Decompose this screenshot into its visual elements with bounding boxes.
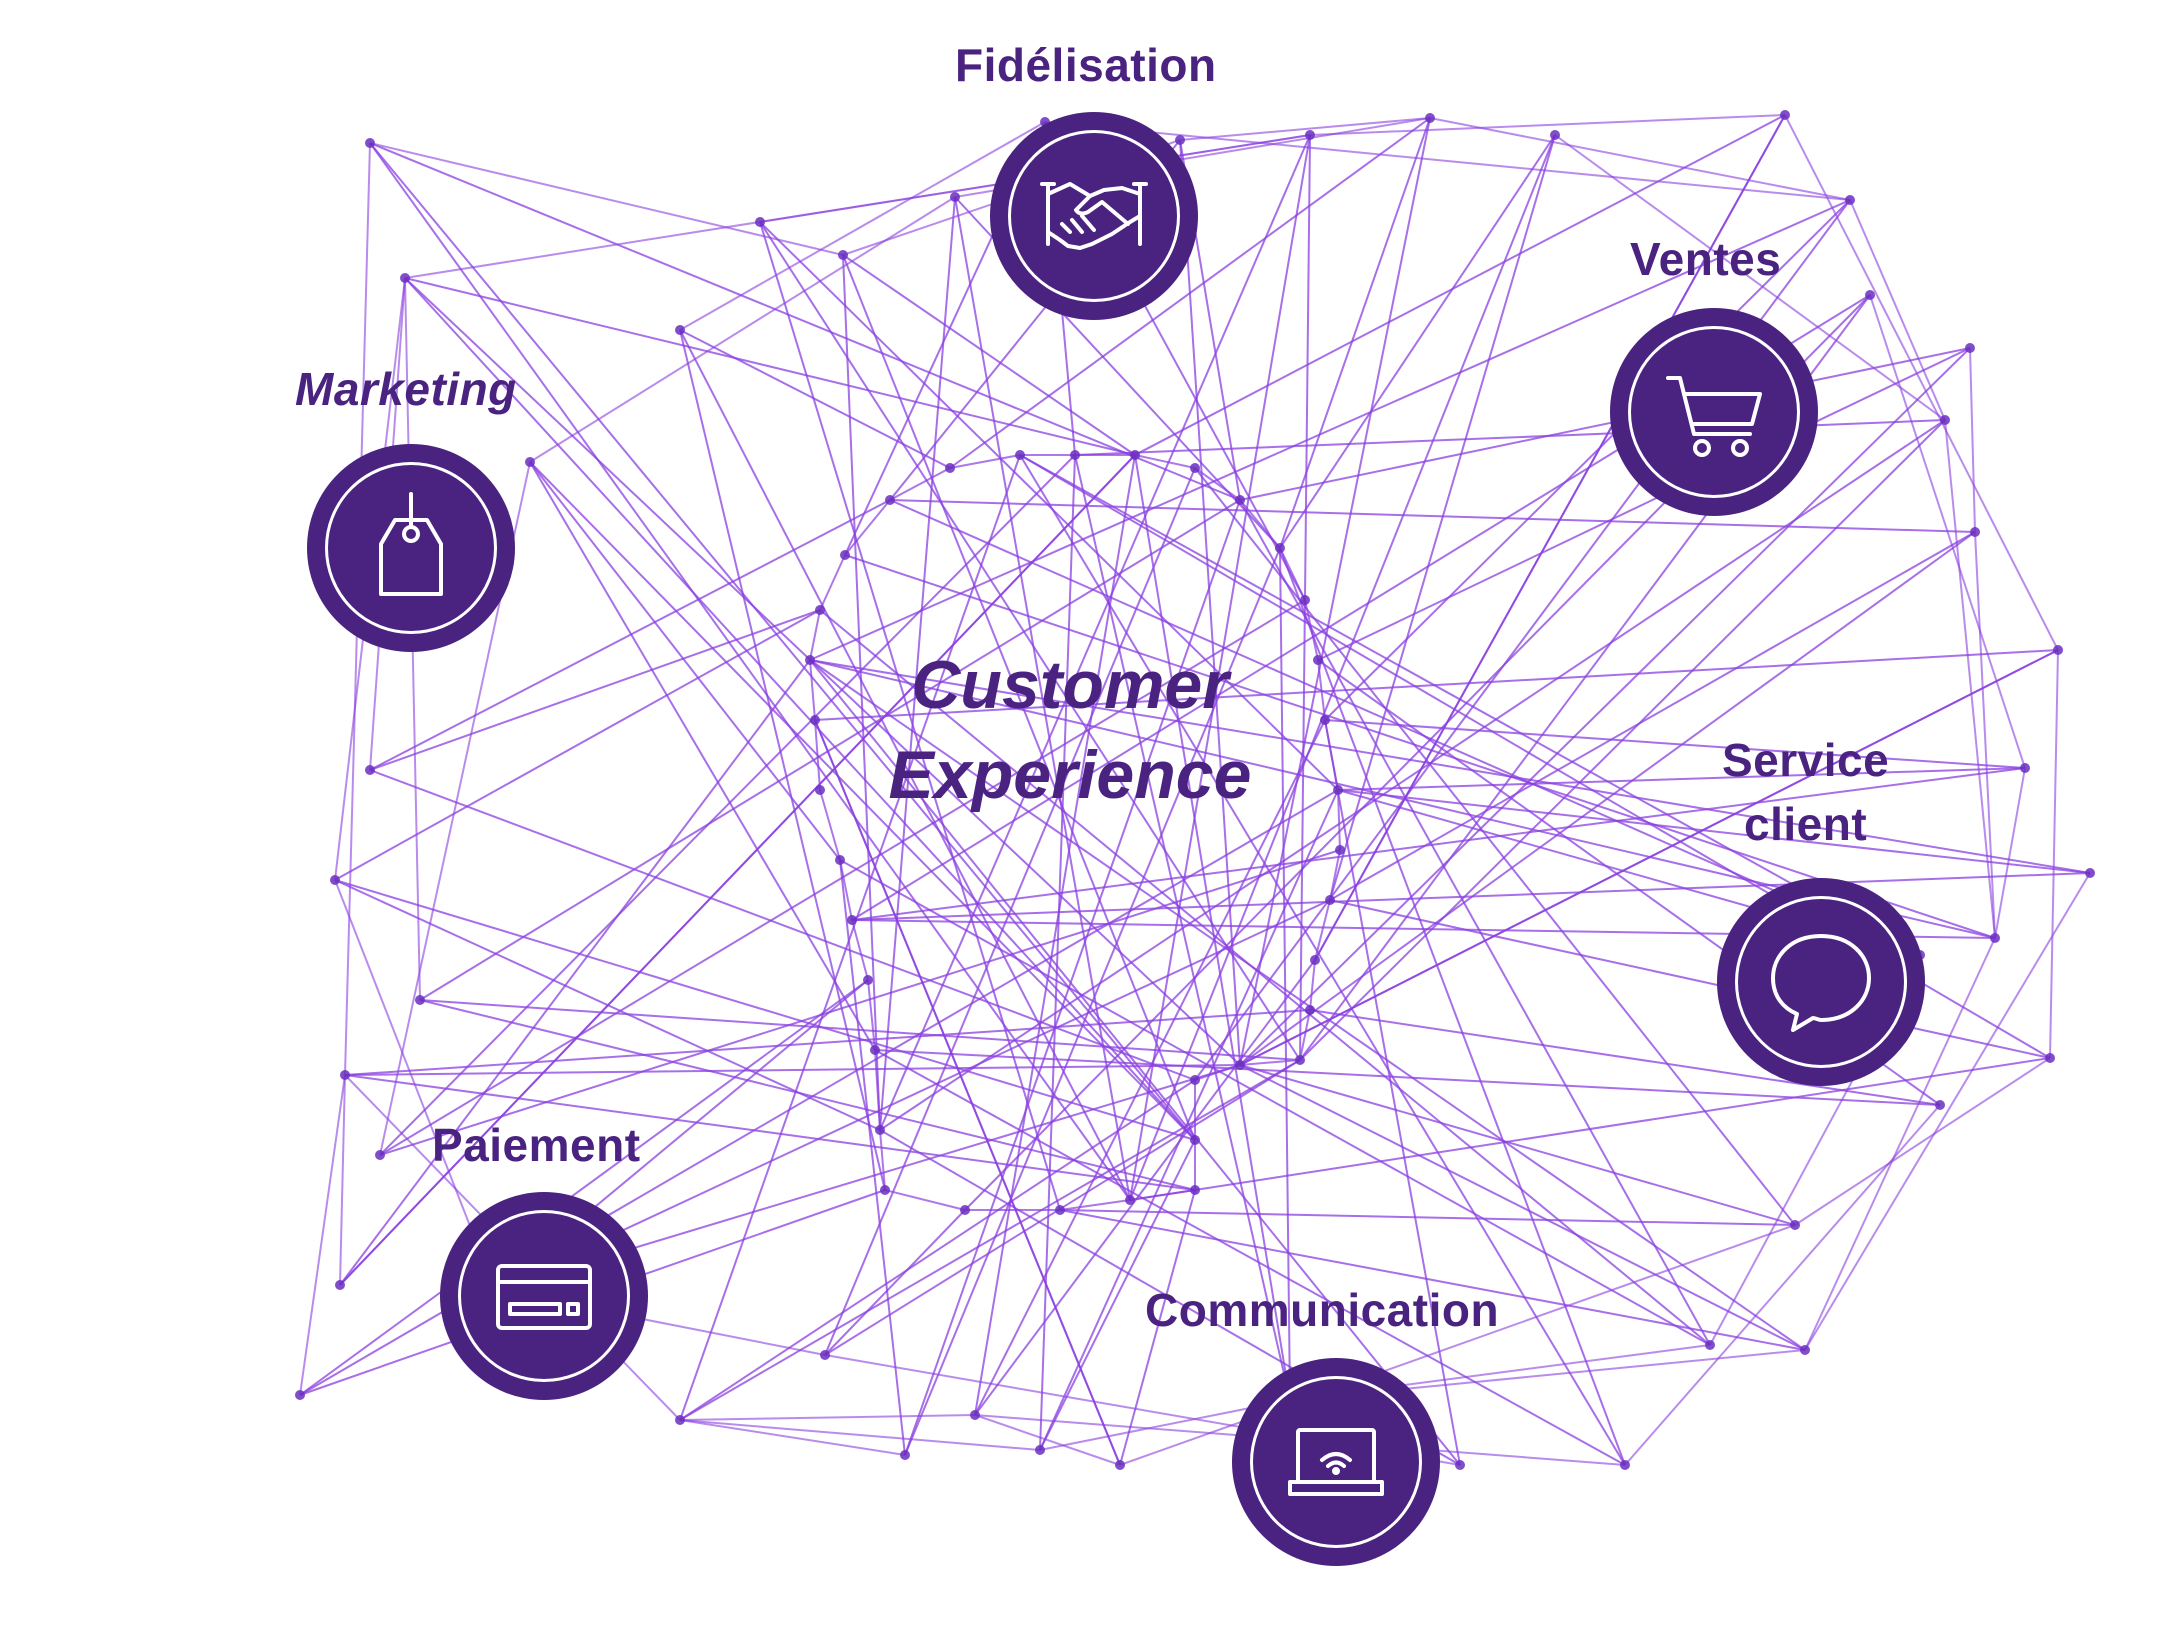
price-tag-icon [379,492,443,596]
label-communication: Communication [1145,1284,1500,1336]
shopping-cart-icon [1666,376,1762,457]
center-title: Customer Experience [840,640,1300,820]
center-title-line1: Customer [911,647,1229,723]
center-title-line2: Experience [888,737,1252,813]
speech-bubble-icon [1771,934,1871,1032]
node-communication [1232,1358,1440,1566]
label-marketing: Marketing [295,363,517,415]
node-fidelisation [990,112,1198,320]
node-service-client [1717,878,1925,1086]
handshake-icon [1040,182,1148,250]
node-paiement [440,1192,648,1400]
label-fidelisation: Fidélisation [955,39,1217,91]
node-ventes [1610,308,1818,516]
label-service-client-line1: Service [1722,734,1890,786]
label-service-client-line2: client [1744,798,1868,850]
label-paiement: Paiement [432,1119,641,1171]
laptop-wifi-icon [1288,1428,1384,1496]
label-ventes: Ventes [1630,233,1782,285]
label-service-client: Service client [1722,728,1889,856]
credit-card-icon [496,1264,592,1330]
node-marketing [307,444,515,652]
